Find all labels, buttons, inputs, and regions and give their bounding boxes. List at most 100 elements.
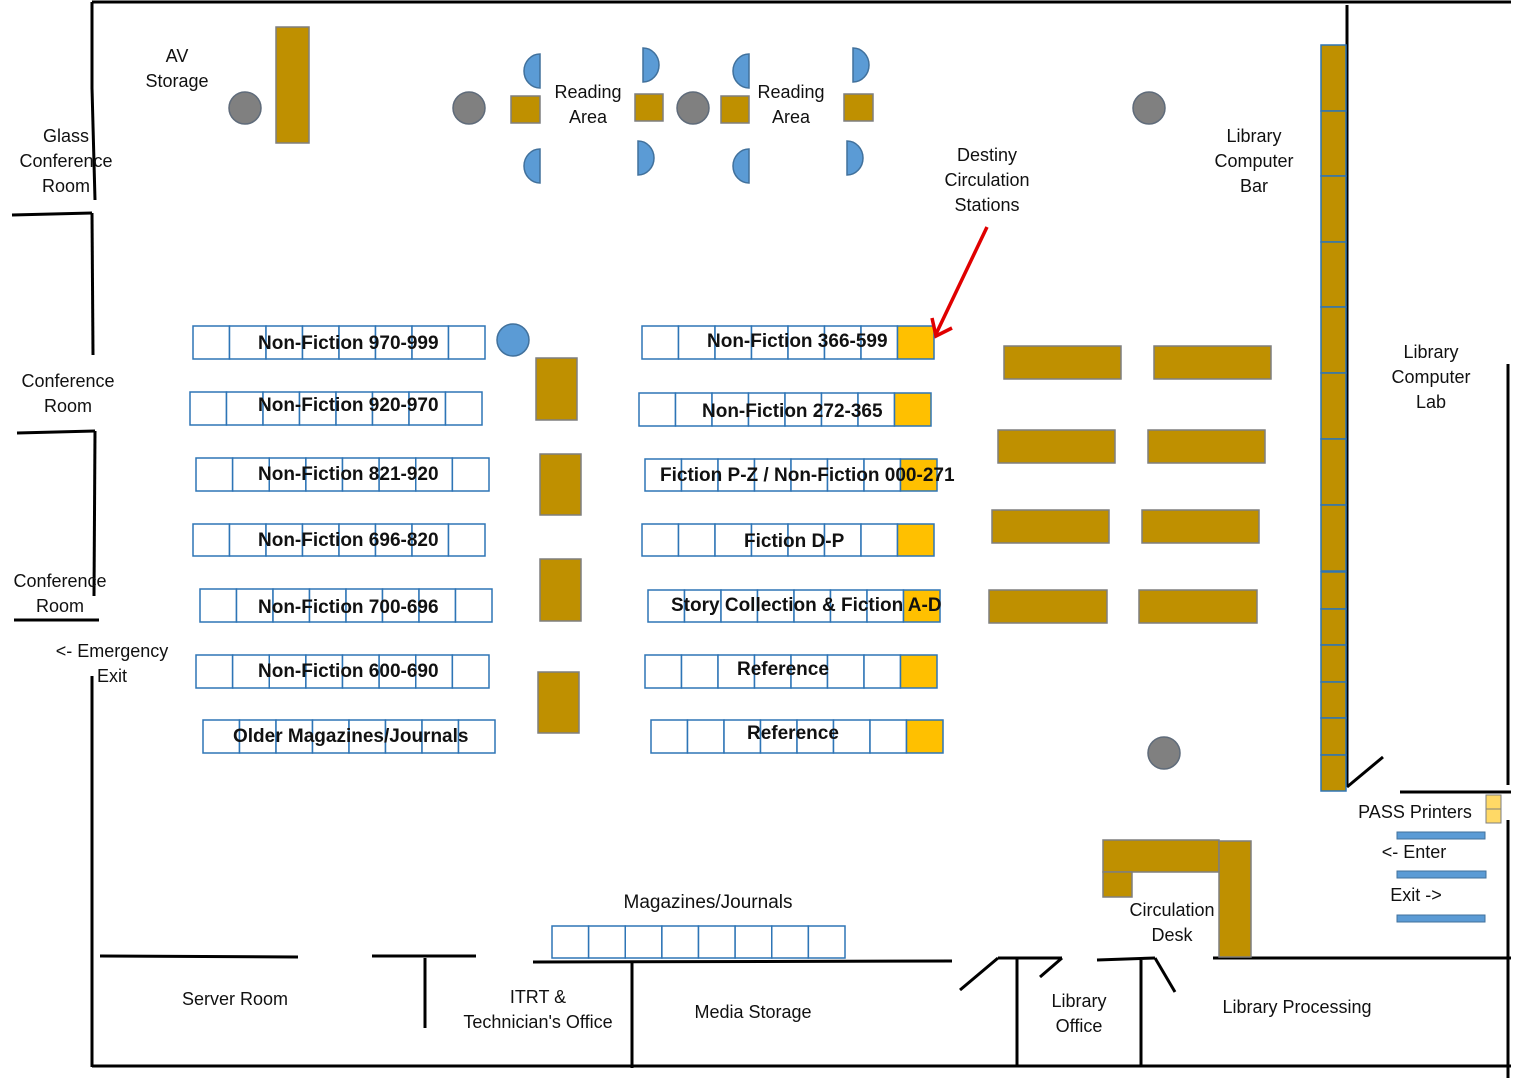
- shelves-middle: [638, 325, 944, 754]
- shelf-cell: [863, 654, 902, 689]
- shelf-label: Non-Fiction 920-970: [258, 395, 439, 416]
- column-icon: [676, 91, 710, 125]
- shelf-label: Non-Fiction 700-696: [258, 597, 439, 618]
- library-computer-bar: [1320, 44, 1347, 792]
- label-server-room: Server Room: [181, 989, 289, 1009]
- shelf-cell: [697, 925, 736, 959]
- shelf-label: Reference: [747, 723, 839, 744]
- shelf-cell: [454, 588, 493, 623]
- shelf-cell: [262, 391, 301, 426]
- circulation-station: [896, 325, 935, 360]
- aisle-table: [537, 671, 580, 734]
- label-circulation-desk: Circulation Desk: [1129, 900, 1215, 945]
- computer-station: [1320, 241, 1347, 308]
- circulation-station: [902, 589, 941, 623]
- computer-station: [1320, 644, 1347, 683]
- shelf-cell: [823, 523, 862, 557]
- circulation-station: [905, 719, 944, 754]
- shelf-cell: [644, 654, 683, 689]
- shelf-cell: [750, 523, 789, 557]
- shelf-cell: [641, 325, 680, 360]
- shelf-cell: [587, 925, 626, 959]
- shelf-cell: [734, 925, 773, 959]
- shelf-cell: [451, 654, 490, 689]
- shelf-cell: [228, 523, 267, 557]
- shelf-cell: [680, 654, 719, 689]
- shelf-cell: [305, 457, 344, 492]
- shelf-label: Fiction D-P: [744, 531, 845, 552]
- shelf-label: Non-Fiction 970-999: [258, 333, 439, 354]
- shelf-label: Non-Fiction 366-599: [707, 331, 888, 352]
- shelf-cell: [714, 325, 753, 360]
- shelf-cell: [860, 523, 899, 557]
- label-av-storage: AV Storage: [145, 46, 209, 91]
- shelf-cell: [338, 325, 377, 360]
- study-table: [1003, 345, 1122, 380]
- reading-table: [634, 93, 664, 122]
- columns: [228, 91, 1181, 770]
- shelf-cell: [787, 325, 826, 360]
- shelf-cell: [381, 588, 420, 623]
- shelf-cell: [717, 654, 756, 689]
- column-icon: [1147, 736, 1181, 770]
- computer-station: [1320, 306, 1347, 374]
- shelf-cell: [711, 392, 750, 427]
- shelf-cell: [832, 719, 871, 754]
- chair-icon: [642, 47, 660, 83]
- shelf-cell: [384, 719, 423, 754]
- chair-icon: [637, 140, 655, 176]
- shelf-cell: [717, 458, 756, 492]
- computer-station: [1320, 372, 1347, 440]
- label-reading-area: Reading Area: [757, 82, 825, 127]
- shelf-cell: [753, 458, 792, 492]
- chair-icon: [732, 148, 750, 184]
- label-conference-room: Conference Room: [21, 371, 115, 416]
- shelf-cell: [421, 719, 460, 754]
- shelf-cell: [860, 325, 899, 360]
- label-pass-printers: PASS Printers: [1358, 802, 1472, 822]
- chairs: [496, 47, 870, 357]
- shelf-cell: [231, 457, 270, 492]
- label-glass-conference-room: Glass Conference Room: [19, 126, 113, 196]
- shelf-cell: [374, 523, 413, 557]
- shelf-cell: [451, 457, 490, 492]
- shelf-cell: [826, 654, 865, 689]
- walls: [11, 0, 1511, 1078]
- shelf-cell: [796, 719, 835, 754]
- chair-icon: [523, 148, 541, 184]
- shelf-cell: [677, 523, 716, 557]
- shelf-cell: [378, 654, 417, 689]
- study-table: [1138, 589, 1258, 624]
- shelf-cell: [771, 925, 810, 959]
- shelf-cell: [747, 392, 786, 427]
- shelf-label: Reference: [737, 659, 829, 680]
- shelf-cell: [265, 325, 304, 360]
- chair-icon: [732, 53, 750, 89]
- shelf-cell: [199, 588, 238, 623]
- label-library-computer-bar: Library Computer Bar: [1214, 126, 1294, 196]
- label-library-office: Library Office: [1051, 991, 1107, 1036]
- shelf-cell: [311, 719, 350, 754]
- computer-station: [1320, 754, 1347, 792]
- column-icon: [1132, 91, 1166, 125]
- shelf-cell: [787, 523, 826, 557]
- shelf-cell: [823, 325, 862, 360]
- shelf-cell: [371, 391, 410, 426]
- pass-printers: [1485, 794, 1502, 824]
- shelf-cell: [265, 523, 304, 557]
- shelf-cell: [444, 391, 483, 426]
- shelf-cell: [457, 719, 496, 754]
- study-table: [997, 429, 1116, 464]
- label-media-storage: Media Storage: [694, 1002, 812, 1022]
- label-enter: <- Enter: [1381, 842, 1447, 862]
- shelf-cell: [723, 719, 762, 754]
- chair-icon: [496, 323, 530, 357]
- shelf-cell: [192, 325, 231, 360]
- shelf-label: Story Collection & Fiction A-D: [671, 595, 942, 616]
- shelf-label: Fiction P-Z / Non-Fiction 000-271: [660, 465, 955, 486]
- shelf-cell: [720, 589, 759, 623]
- computer-station: [1320, 608, 1347, 646]
- aisle-table: [539, 558, 582, 622]
- reading-table: [510, 95, 541, 124]
